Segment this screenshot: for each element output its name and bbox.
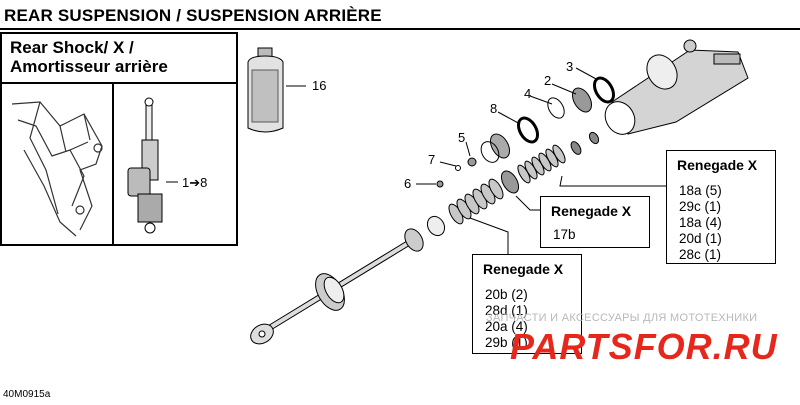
box-bottom-line: 20b (2) [485,287,528,302]
shim-stack-upper [517,131,600,184]
inset-title-line1: Rear Shock/ X / [10,38,134,57]
box-middle-line: 17b [553,227,576,242]
inset-shock [127,97,163,234]
renegade-x-box-right: Renegade X 18a (5) 29c (1) 18a (4) 20d (… [666,150,776,264]
shim-stack-lower [448,178,504,225]
callout-5: 5 [458,130,466,145]
box-bottom-line: 29b (1) [485,335,528,350]
frame-sketch [11,101,103,237]
watermark-text: ЗАПЧАСТИ И АКСЕССУАРЫ ДЛЯ МОТОТЕХНИКИ [486,312,758,324]
box-right-line: 20d (1) [679,231,722,246]
figure-id: 40M0915a [3,389,51,400]
box-right-line: 28c (1) [679,247,722,262]
callout-6: 6 [404,176,412,191]
piston [500,170,520,194]
callout-8: 8 [490,101,498,116]
rear-shock-inset: Rear Shock/ X / Amortisseur arrière 1➔8 [0,32,238,246]
renegade-x-box-middle: Renegade X 17b [540,196,650,248]
inset-title-line2: Amortisseur arrière [10,57,168,76]
oil-bottle [247,47,306,133]
callout-4: 4 [524,86,532,101]
box-middle-title: Renegade X [551,203,632,219]
box-right-line: 18a (5) [679,183,722,198]
inset-reference: 1➔8 [182,175,208,190]
box-right-line: 29c (1) [679,199,722,214]
box-bottom-title: Renegade X [483,261,564,277]
box-right-line: 18a (4) [679,215,722,230]
callout-3: 3 [566,59,574,74]
shaft-assembly [250,215,446,345]
callout-7: 7 [428,152,436,167]
callout-leaders [416,67,599,185]
inset-divider [112,84,114,244]
box-bottom-line: 28d (1) [485,303,528,318]
callout-16: 16 [312,78,327,93]
site-logo: PARTSFOR.RU [510,326,778,367]
box-bottom-line: 20a (4) [485,319,528,334]
title-divider [0,28,800,30]
inset-header: Rear Shock/ X / Amortisseur arrière [2,34,236,84]
renegade-x-box-bottom: Renegade X 20b (2) 28d (1) 20a (4) 29b (… [472,254,582,354]
page-title: REAR SUSPENSION / SUSPENSION ARRIÈRE [4,6,382,25]
box-right-title: Renegade X [677,157,758,173]
callout-2: 2 [544,73,552,88]
shock-body [604,39,749,135]
seal-rings [436,76,615,188]
